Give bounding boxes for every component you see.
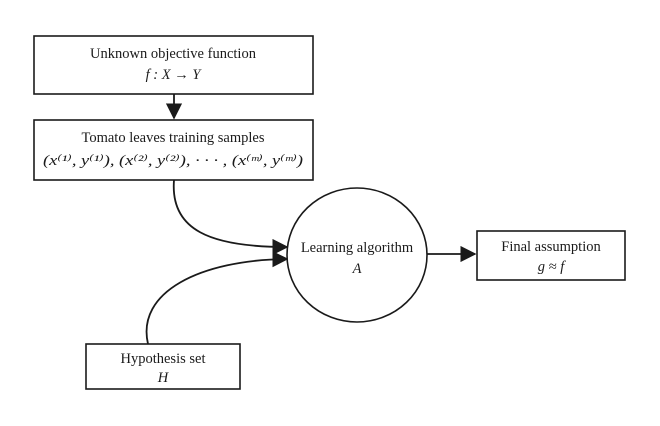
samples-title: Tomato leaves training samples xyxy=(81,130,264,146)
hypothesis-title: Hypothesis set xyxy=(121,351,206,367)
assumption-title: Final assumption xyxy=(501,239,601,255)
hypothesis-node: Hypothesis set H xyxy=(85,343,241,390)
objective-title: Unknown objective function xyxy=(90,46,257,62)
hypothesis-symbol: H xyxy=(157,370,170,386)
objective-formula: f : X → Y xyxy=(146,67,203,83)
assumption-formula: g ≈ f xyxy=(538,259,566,275)
edge-samples-to-algorithm xyxy=(172,179,289,256)
samples-formula: (x⁽¹⁾, y⁽¹⁾), (x⁽²⁾, y⁽²⁾), · · · , (x⁽ᵐ… xyxy=(43,153,303,169)
assumption-node: Final assumption g ≈ f xyxy=(476,230,626,281)
objective-node: Unknown objective function f : X → Y xyxy=(33,35,314,95)
samples-node: Tomato leaves training samples (x⁽¹⁾, y⁽… xyxy=(33,119,314,181)
algorithm-symbol: A xyxy=(352,261,362,277)
algorithm-title: Learning algorithm xyxy=(301,240,414,256)
algorithm-node: Learning algorithm A xyxy=(286,187,428,323)
edge-hypothesis-to-algorithm xyxy=(145,251,289,345)
